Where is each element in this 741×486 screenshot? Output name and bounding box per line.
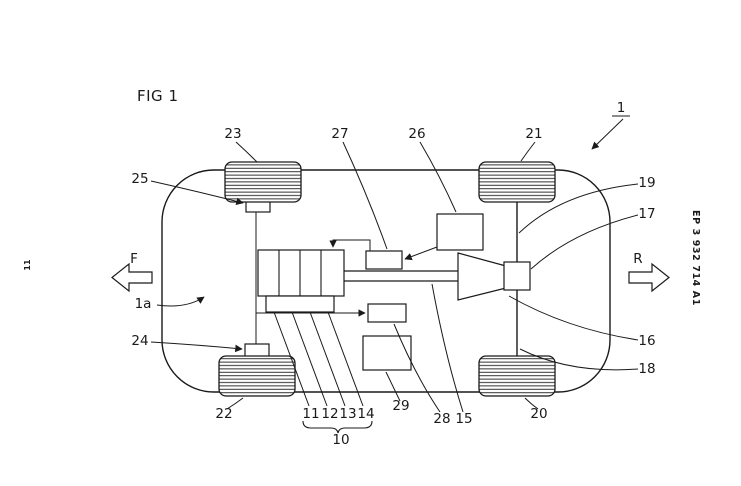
leader-arrow-24 <box>150 341 243 353</box>
ref-label-25: 25 <box>131 171 148 187</box>
wheel-front-left <box>224 161 302 203</box>
component-box-28 <box>367 303 407 323</box>
leader-arrow-1a <box>156 296 205 307</box>
ref-label-16: 16 <box>638 333 655 349</box>
sensor-box-24 <box>244 343 270 358</box>
leader-17 <box>530 214 639 270</box>
ref-label-15: 15 <box>455 411 472 427</box>
component-boxes <box>244 198 484 371</box>
ref-label-17: 17 <box>638 206 655 222</box>
direction-arrows <box>111 262 670 293</box>
ref-label-28: 28 <box>433 411 450 427</box>
ref-label-14: 14 <box>357 406 374 422</box>
leader-lines <box>226 141 639 413</box>
leader-13 <box>309 311 346 407</box>
component-box-29 <box>362 335 412 371</box>
differential-box <box>503 261 531 291</box>
ref-label-29: 29 <box>392 398 409 414</box>
leader-26 <box>419 141 457 213</box>
leader-20 <box>524 397 539 410</box>
ref-label-24: 24 <box>131 333 148 349</box>
leader-27 <box>342 141 388 250</box>
leader-19 <box>518 183 639 234</box>
patent-number-vertical: EP 3 932 714 A1 <box>690 210 701 306</box>
arrow-leaders <box>150 118 624 353</box>
front-direction-arrow-icon <box>111 262 153 293</box>
engine-lower-unit <box>265 295 335 313</box>
engine-block <box>257 249 345 297</box>
leader-15 <box>431 283 464 413</box>
leader-28 <box>393 323 441 413</box>
wheel-rear-left <box>478 161 556 203</box>
leader-29 <box>385 371 401 402</box>
ref-label-21: 21 <box>525 126 542 142</box>
leader-arrow-25 <box>150 180 244 205</box>
ref-label-26: 26 <box>408 126 425 142</box>
wheel-front-right <box>218 355 296 397</box>
reference-numerals: 23 27 26 21 1 25 19 17 1a 24 16 18 22 11… <box>131 100 655 448</box>
ref-label-13: 13 <box>339 406 356 422</box>
ref-label-10: 10 <box>332 432 349 448</box>
signal-arrow-26-to-27 <box>404 246 438 261</box>
leader-16 <box>508 295 639 341</box>
ref-label-20: 20 <box>530 406 547 422</box>
leader-22 <box>226 397 244 410</box>
component-box-27 <box>365 250 403 270</box>
ref-label-12: 12 <box>321 406 338 422</box>
leader-21 <box>520 141 536 162</box>
powertrain-unit <box>257 249 345 313</box>
group-brace-10 <box>302 420 373 434</box>
ref-label-18: 18 <box>638 361 655 377</box>
left-margin-number: 11 <box>23 259 32 271</box>
ref-label-22: 22 <box>215 406 232 422</box>
rear-direction-arrow-icon <box>628 262 670 293</box>
leader-23 <box>235 141 258 163</box>
ref-label-23: 23 <box>224 126 241 142</box>
ref-label-11: 11 <box>302 406 319 422</box>
leader-11 <box>273 311 310 407</box>
ref-label-1: 1 <box>617 100 626 116</box>
ref-label-1a: 1a <box>135 296 152 312</box>
figure-title: FIG 1 <box>137 87 179 105</box>
component-box-26 <box>436 213 484 251</box>
ref-label-27: 27 <box>331 126 348 142</box>
rear-direction-label: R <box>633 251 642 267</box>
drivetrain <box>344 202 531 356</box>
ref-label-19: 19 <box>638 175 655 191</box>
wheel-rear-right <box>478 355 556 397</box>
signal-arrow-27-to-engine <box>329 239 371 251</box>
wheels <box>218 161 556 397</box>
leader-arrow-1 <box>591 118 624 150</box>
leader-14 <box>327 311 364 407</box>
leader-18 <box>519 348 639 371</box>
front-direction-label: F <box>130 251 138 267</box>
leader-12 <box>291 311 328 407</box>
